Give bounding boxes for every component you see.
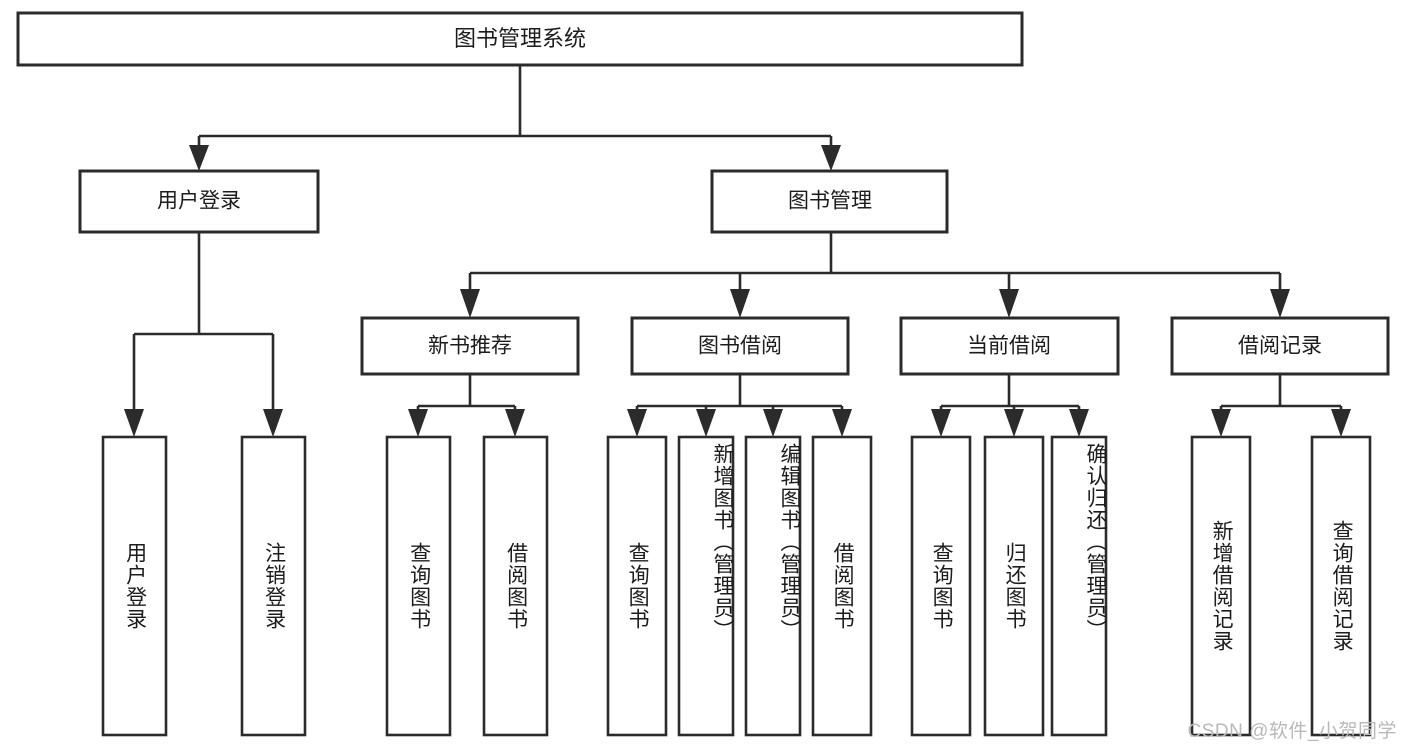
leaf-add-book-box[interactable] [677,435,735,737]
arrowhead-leaf-query-borrow-record [1331,409,1351,437]
arrowhead-leaf-add-book [696,409,716,437]
book-manage-label: 图书管理 [788,190,872,213]
csdn-watermark: CSDN @软件_小贺同学 [1187,721,1397,742]
arrowhead-book-manage [821,145,841,171]
leaf-add-borrow-record-box[interactable] [1190,435,1252,737]
leaf-return-book-box[interactable] [983,435,1045,737]
current-borrow-box[interactable] [899,316,1120,376]
node-current-borrow[interactable]: 当前借阅 [899,316,1120,376]
leaf-user-login-box[interactable] [101,435,168,737]
arrowhead-leaf-logout [263,409,283,437]
arrowhead-leaf-borrow-book-1 [505,409,525,437]
arrowhead-leaf-query-book-1 [408,409,428,437]
leaf-query-book-2-box[interactable] [606,435,668,737]
arrowhead-borrow-record [1270,289,1290,318]
leaf-borrow-book-1-box[interactable] [482,435,549,737]
new-book-recommend-label: 新书推荐 [428,335,512,358]
arrowhead-current-borrow [999,289,1019,318]
arrowhead-new-book-recommend [460,289,480,318]
arrowhead-book-borrow [730,289,750,318]
arrowhead-leaf-query-book-2 [627,409,647,437]
connector-layer [124,65,1351,437]
node-new-book-recommend[interactable]: 新书推荐 [360,316,580,376]
arrowhead-user-login [189,145,209,171]
book-manage-box[interactable] [710,169,949,234]
arrowhead-leaf-query-book-3 [931,409,951,437]
user-login-label: 用户登录 [157,190,241,213]
user-login-box[interactable] [78,169,320,234]
arrowhead-leaf-borrow-book-2 [832,409,852,437]
leaf-box-layer [101,435,1372,737]
arrowhead-leaf-edit-book [763,409,783,437]
arrowhead-leaf-user-login [124,409,144,437]
leaf-edit-book-box[interactable] [744,435,802,737]
root-box[interactable] [16,11,1024,67]
leaf-logout-box[interactable] [240,435,307,737]
book-borrow-label: 图书借阅 [698,335,782,358]
book-borrow-box[interactable] [630,316,850,376]
arrowhead-leaf-confirm-return [1069,409,1089,437]
node-book-manage[interactable]: 图书管理 [710,169,949,234]
arrowhead-leaf-add-borrow-record [1211,409,1231,437]
node-root[interactable]: 图书管理系统 [16,11,1024,67]
leaf-borrow-book-2-box[interactable] [811,435,873,737]
arrowhead-leaf-return-book [1004,409,1024,437]
new-book-recommend-box[interactable] [360,316,580,376]
leaf-query-book-3-box[interactable] [910,435,972,737]
leaf-confirm-return-box[interactable] [1050,435,1108,737]
current-borrow-label: 当前借阅 [967,335,1051,358]
borrow-record-box[interactable] [1170,316,1390,376]
node-book-borrow[interactable]: 图书借阅 [630,316,850,376]
node-borrow-record[interactable]: 借阅记录 [1170,316,1390,376]
leaf-query-borrow-record-box[interactable] [1310,435,1372,737]
leaf-query-book-1-box[interactable] [385,435,452,737]
borrow-record-label: 借阅记录 [1238,335,1322,358]
node-user-login[interactable]: 用户登录 [78,169,320,234]
root-label: 图书管理系统 [454,26,586,51]
